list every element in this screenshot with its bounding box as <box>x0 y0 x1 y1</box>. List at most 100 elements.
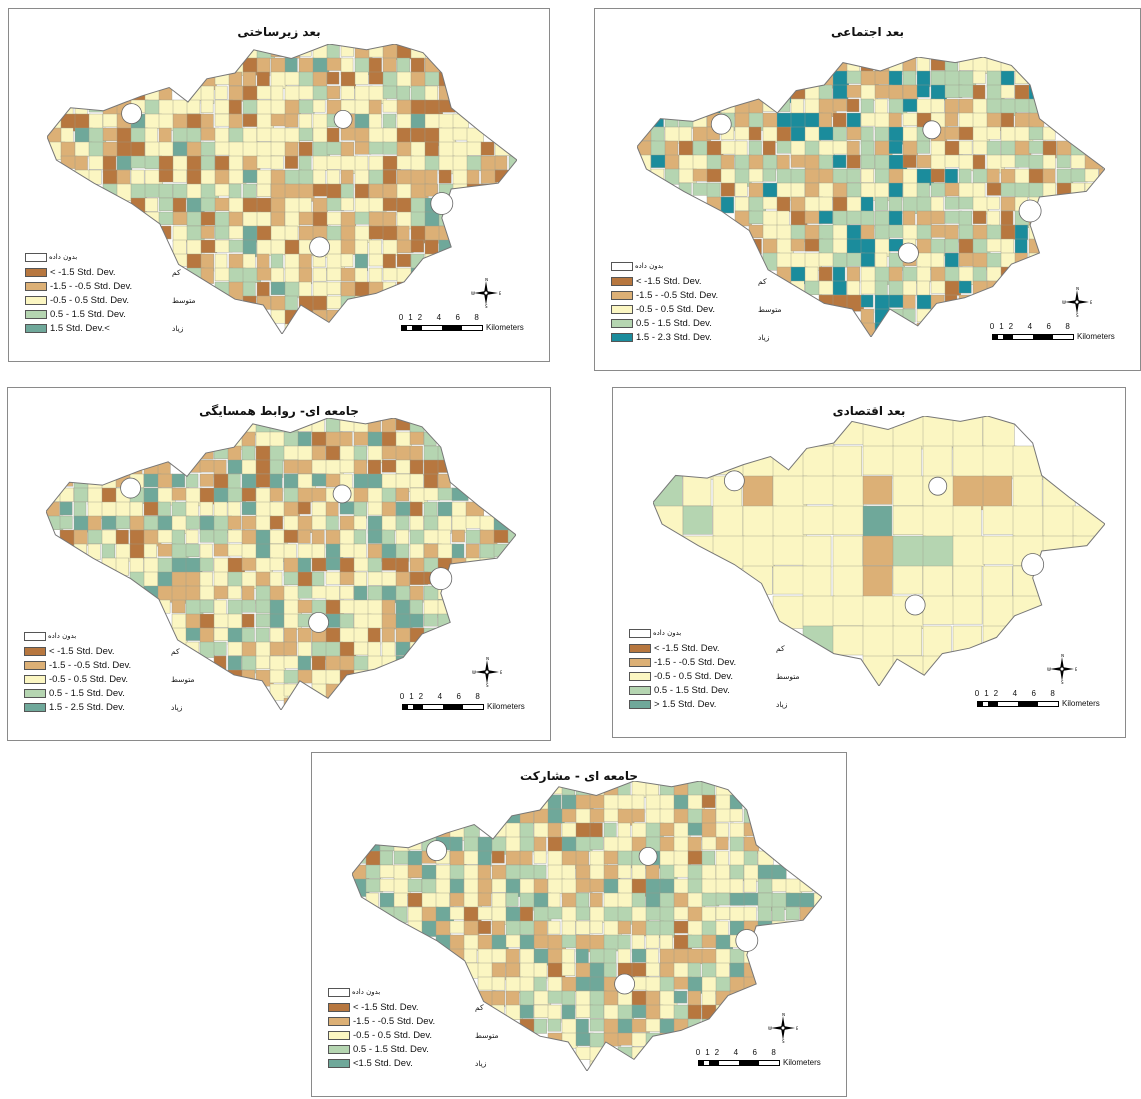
district-cell <box>785 920 801 936</box>
district-cell <box>368 155 385 171</box>
district-cell <box>762 168 776 182</box>
district-cell <box>687 850 704 865</box>
legend-class-label: کم <box>475 1002 484 1012</box>
district-cell <box>298 197 312 215</box>
district-cell <box>298 155 312 171</box>
district-cell <box>589 906 606 923</box>
district-cell <box>185 529 199 544</box>
district-cell <box>228 85 244 102</box>
district-cell <box>200 211 216 226</box>
district-cell <box>892 625 922 656</box>
district-cell <box>242 113 258 127</box>
district-cell <box>256 281 270 298</box>
district-cell <box>916 294 933 310</box>
legend-row: < -1.5 Std. Dev.کم <box>24 644 195 658</box>
compass-letter: N <box>1061 654 1064 658</box>
district-cell <box>860 168 874 183</box>
legend-swatch <box>611 261 633 271</box>
district-cell <box>1042 475 1076 510</box>
district-cell <box>269 515 283 530</box>
district-cell <box>200 141 216 156</box>
district-cell <box>186 169 204 186</box>
map-legend: بدون داده< -1.5 Std. Dev.کم-1.5 - -0.5 S… <box>24 630 195 714</box>
district-cell <box>802 416 835 448</box>
district-cell <box>255 515 273 532</box>
district-cell <box>353 655 369 672</box>
district-cell <box>73 515 89 533</box>
district-cell <box>701 864 717 882</box>
district-cell <box>972 168 989 183</box>
district-cell <box>172 155 190 171</box>
district-cell <box>645 808 662 824</box>
district-cell <box>575 948 589 965</box>
district-cell <box>339 585 354 600</box>
district-cell <box>972 70 986 84</box>
district-cell <box>353 515 367 530</box>
district-cell <box>1042 126 1056 141</box>
district-cell <box>368 44 385 58</box>
district-cell <box>410 197 427 213</box>
district-cell <box>269 613 285 628</box>
district-cell <box>729 948 745 964</box>
compass-letter: N <box>1076 287 1079 291</box>
district-cell <box>832 535 863 568</box>
district-cell <box>715 906 731 920</box>
district-cell <box>157 473 173 488</box>
district-cell <box>241 585 255 602</box>
district-cell <box>339 613 354 630</box>
scale-tick-label: 4 <box>437 692 443 701</box>
panel-title: بعد اقتصادی <box>832 404 906 418</box>
district-cell <box>645 934 660 949</box>
district-cell <box>772 595 804 629</box>
scale-tick-label: 0 <box>398 313 404 322</box>
legend-swatch <box>611 290 633 300</box>
district-cell <box>922 565 953 599</box>
district-cell <box>986 168 1000 183</box>
district-cell <box>340 85 355 100</box>
district-cell <box>832 126 847 143</box>
scale-tick-label: 1 <box>999 322 1004 331</box>
district-cell <box>678 126 692 142</box>
district-cell <box>687 1018 701 1038</box>
district-cell <box>395 641 411 656</box>
district-cell <box>200 239 218 254</box>
compass-letter: W <box>1062 300 1066 305</box>
district-cell <box>982 475 1013 508</box>
compass-letter: S <box>485 304 488 308</box>
district-cell <box>533 1018 547 1034</box>
district-cell <box>1000 266 1017 286</box>
district-cell <box>818 266 833 282</box>
district-cell <box>519 920 536 935</box>
scale-tick-label: 6 <box>752 1048 757 1057</box>
district-cell <box>393 892 408 907</box>
district-cell <box>491 892 506 908</box>
district-cell <box>832 280 847 297</box>
district-cell <box>687 934 704 949</box>
district-cell <box>547 990 564 1004</box>
legend-range-label: 0.5 - 1.5 Std. Dev. <box>49 687 125 699</box>
district-cell <box>944 168 958 185</box>
district-cell <box>297 431 312 449</box>
district-cell <box>311 445 326 461</box>
district-cell <box>269 431 285 448</box>
legend-swatch <box>24 702 46 712</box>
district-cell <box>734 126 751 141</box>
legend-range-label: -1.5 - -0.5 Std. Dev. <box>50 280 133 292</box>
district-cell <box>589 808 605 823</box>
district-cell <box>451 515 467 533</box>
district-cell <box>115 501 131 519</box>
scale-bar-segments <box>402 703 484 710</box>
district-cell <box>59 487 74 502</box>
district-cell <box>561 864 576 880</box>
district-cell <box>986 196 1000 210</box>
map-legend: بدون داده< -1.5 Std. Dev.کم-1.5 - -0.5 S… <box>328 986 499 1070</box>
district-cell <box>256 127 274 142</box>
district-cell <box>729 836 744 852</box>
district-cell <box>922 535 956 570</box>
district-cell <box>354 183 369 199</box>
legend-range-label: < -1.5 Std. Dev. <box>636 275 702 287</box>
district-cell <box>673 920 690 934</box>
district-cell <box>874 280 888 296</box>
district-cell <box>381 627 395 645</box>
